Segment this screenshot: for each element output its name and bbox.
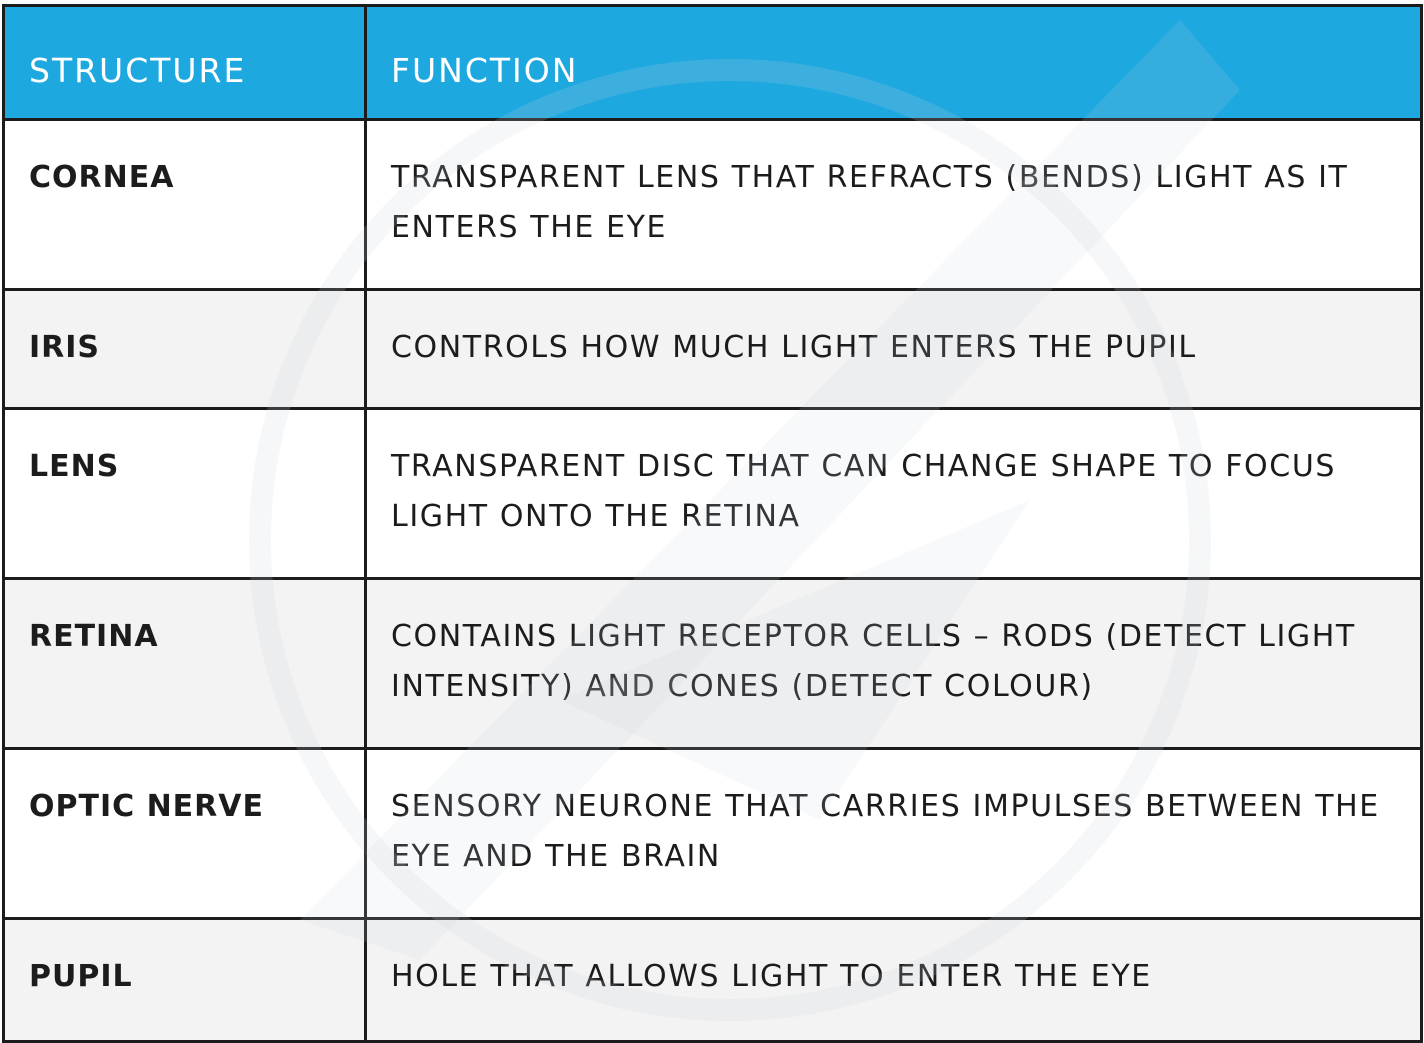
- table-row: PUPIL HOLE THAT ALLOWS LIGHT TO ENTER TH…: [2, 917, 1423, 1043]
- structure-cell: LENS: [2, 407, 367, 580]
- function-cell: TRANSPARENT DISC THAT CAN CHANGE SHAPE T…: [364, 407, 1423, 580]
- table-row: LENS TRANSPARENT DISC THAT CAN CHANGE SH…: [2, 407, 1423, 580]
- structure-cell: OPTIC NERVE: [2, 747, 367, 920]
- function-cell: TRANSPARENT LENS THAT REFRACTS (BENDS) L…: [364, 118, 1423, 291]
- structure-cell: IRIS: [2, 288, 367, 410]
- function-cell: CONTROLS HOW MUCH LIGHT ENTERS THE PUPIL: [364, 288, 1423, 410]
- structure-cell: RETINA: [2, 577, 367, 750]
- table-header-row: STRUCTURE FUNCTION: [2, 4, 1423, 121]
- function-cell: SENSORY NEURONE THAT CARRIES IMPULSES BE…: [364, 747, 1423, 920]
- structure-column-header: STRUCTURE: [2, 4, 367, 121]
- function-cell: CONTAINS LIGHT RECEPTOR CELLS – RODS (DE…: [364, 577, 1423, 750]
- function-column-header: FUNCTION: [364, 4, 1423, 121]
- function-cell: HOLE THAT ALLOWS LIGHT TO ENTER THE EYE: [364, 917, 1423, 1043]
- structure-cell: PUPIL: [2, 917, 367, 1043]
- table-row: OPTIC NERVE SENSORY NEURONE THAT CARRIES…: [2, 747, 1423, 920]
- eye-structure-table: STRUCTURE FUNCTION CORNEA TRANSPARENT LE…: [2, 4, 1423, 1043]
- structure-cell: CORNEA: [2, 118, 367, 291]
- table-row: IRIS CONTROLS HOW MUCH LIGHT ENTERS THE …: [2, 288, 1423, 410]
- table-row: RETINA CONTAINS LIGHT RECEPTOR CELLS – R…: [2, 577, 1423, 750]
- table-row: CORNEA TRANSPARENT LENS THAT REFRACTS (B…: [2, 118, 1423, 291]
